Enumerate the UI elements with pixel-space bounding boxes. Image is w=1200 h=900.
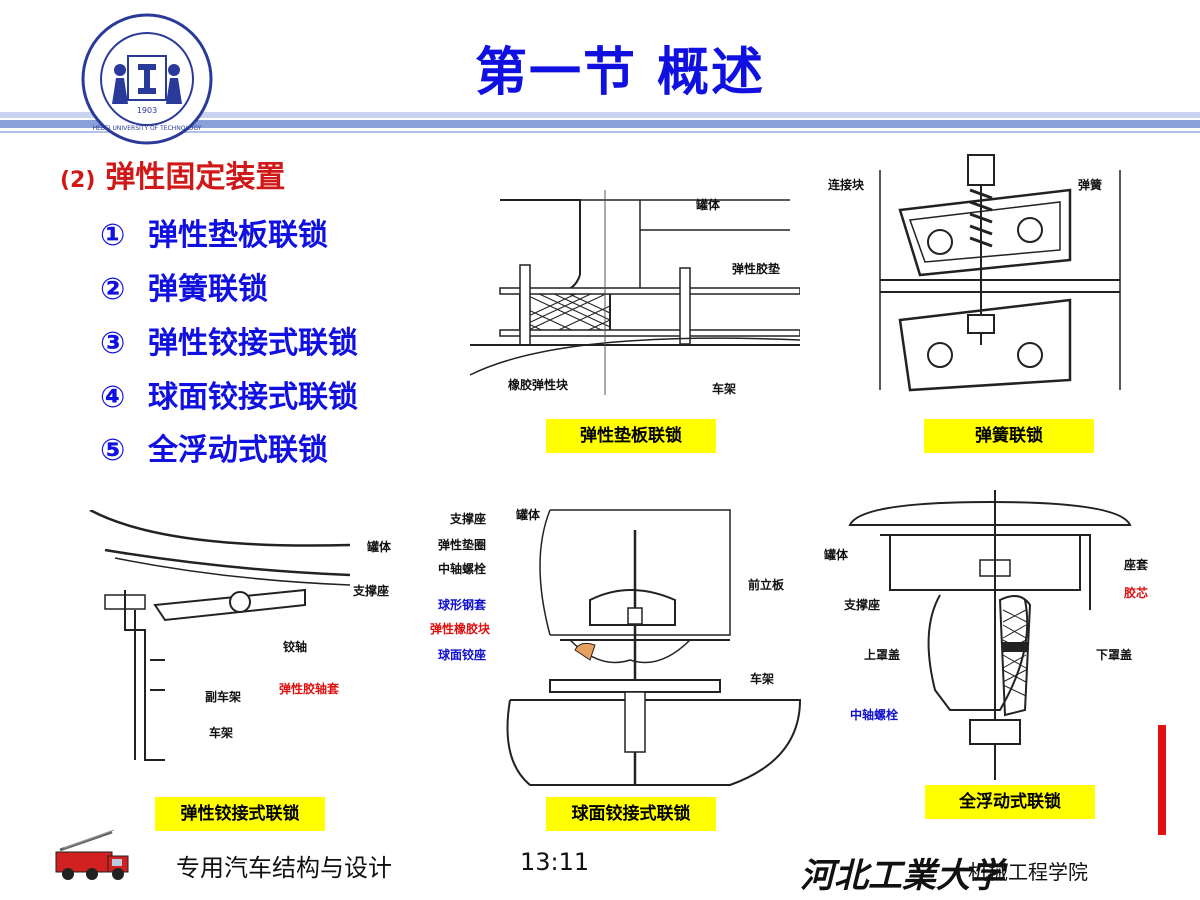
list-item-text: 全浮动式联锁 xyxy=(148,433,328,468)
label-frame: 车架 xyxy=(750,672,775,686)
caption-hinge: 弹性铰接式联锁 xyxy=(155,797,325,831)
list-item-text: 弹性垫板联锁 xyxy=(148,218,328,253)
label-frame: 车架 xyxy=(712,382,737,396)
label-ball-seat: 球面铰座 xyxy=(438,648,487,662)
list-item-text: 弹簧联锁 xyxy=(148,272,268,307)
subheading-number: (2) xyxy=(60,168,96,193)
label-core: 胶芯 xyxy=(1124,586,1149,600)
edge-accent-bar xyxy=(1158,725,1166,835)
label-front-plate: 前立板 xyxy=(748,578,785,592)
list-item-text: 弹性铰接式联锁 xyxy=(148,326,358,361)
list-item: ② 弹簧联锁 xyxy=(100,264,268,308)
caption-float: 全浮动式联锁 xyxy=(925,785,1095,819)
label-ring: 弹性垫圈 xyxy=(438,538,487,552)
label-tank: 罐体 xyxy=(696,198,721,212)
figure-ball-interlock: 支撑座 罐体 弹性垫圈 中轴螺栓 前立板 球形钢套 弹性橡胶块 球面铰座 车架 xyxy=(430,500,810,790)
list-item: ③ 弹性铰接式联锁 xyxy=(100,318,358,362)
label-ball-sleeve: 球形钢套 xyxy=(438,598,487,612)
label-tank: 罐体 xyxy=(824,548,849,562)
label-tank: 罐体 xyxy=(516,508,541,522)
list-item-number: ① xyxy=(100,218,126,253)
label-rubber-block: 橡胶弹性块 xyxy=(508,378,569,392)
figure-pad-interlock: 罐体 弹性胶垫 橡胶弹性块 车架 xyxy=(460,180,801,400)
logo-year: 1903 xyxy=(137,106,157,115)
list-item-text: 球面铰接式联锁 xyxy=(148,380,358,415)
list-item: ① 弹性垫板联锁 xyxy=(100,210,328,254)
figure-spring-drawing xyxy=(879,154,1121,392)
label-pin: 铰轴 xyxy=(283,640,308,654)
label-sleeve: 弹性胶轴套 xyxy=(279,682,340,696)
label-rubber-pad: 弹性胶垫 xyxy=(732,262,781,276)
figure-float-interlock: 罐体 座套 胶芯 支撑座 上罩盖 下罩盖 中轴螺栓 xyxy=(820,490,1160,780)
list-item-number: ③ xyxy=(100,326,126,361)
footer-university: 河北工業大学 xyxy=(800,856,1004,896)
subheading-text: 弹性固定装置 xyxy=(105,160,286,195)
list-item-number: ④ xyxy=(100,380,126,415)
label-frame: 车架 xyxy=(209,726,234,740)
list-item-number: ② xyxy=(100,272,126,307)
label-support: 支撑座 xyxy=(450,512,487,526)
caption-pad: 弹性垫板联锁 xyxy=(546,419,716,453)
university-logo: 1903 HEBEI UNIVERSITY OF TECHNOLOGY xyxy=(80,12,214,146)
label-bolt: 中轴螺栓 xyxy=(438,562,487,576)
list-item-number: ⑤ xyxy=(100,433,126,468)
figure-ball-drawing xyxy=(506,509,802,786)
label-lower-cover: 下罩盖 xyxy=(1096,648,1133,662)
footer-department: 机械工程学院 xyxy=(968,860,1088,884)
caption-spring: 弹簧联锁 xyxy=(924,419,1094,453)
label-seat-sleeve: 座套 xyxy=(1124,558,1149,572)
page-title: 第一节 概述 xyxy=(474,43,766,103)
header-bar-dark xyxy=(0,120,1200,128)
fire-truck-icon xyxy=(52,826,132,886)
figure-hinge-drawing xyxy=(89,508,351,761)
header-bar-line xyxy=(0,131,1200,133)
label-spring: 弹簧 xyxy=(1078,178,1103,192)
figure-pad-drawing xyxy=(469,190,801,395)
label-upper-cover: 上罩盖 xyxy=(864,648,901,662)
label-support: 支撑座 xyxy=(353,584,390,598)
header-bar-light xyxy=(0,112,1200,118)
label-sub-frame: 副车架 xyxy=(205,690,242,704)
label-connector: 连接块 xyxy=(828,178,865,192)
list-item: ④ 球面铰接式联锁 xyxy=(100,372,358,416)
figure-spring-interlock: 连接块 弹簧 xyxy=(820,150,1140,410)
caption-ball: 球面铰接式联锁 xyxy=(546,797,716,831)
footer-course: 专用汽车结构与设计 xyxy=(176,854,392,882)
figure-hinge-interlock: 罐体 支撑座 铰轴 弹性胶轴套 副车架 车架 xyxy=(85,508,415,770)
logo-text: HEBEI UNIVERSITY OF TECHNOLOGY xyxy=(93,125,202,132)
figure-float-drawing xyxy=(848,490,1132,780)
label-support: 支撑座 xyxy=(844,598,881,612)
label-tank: 罐体 xyxy=(367,540,392,554)
label-bolt: 中轴螺栓 xyxy=(850,708,899,722)
label-rubber-block: 弹性橡胶块 xyxy=(430,622,491,636)
list-item: ⑤ 全浮动式联锁 xyxy=(100,425,328,469)
footer-time: 13:11 xyxy=(520,848,590,876)
subheading: (2) 弹性固定装置 xyxy=(60,152,285,196)
